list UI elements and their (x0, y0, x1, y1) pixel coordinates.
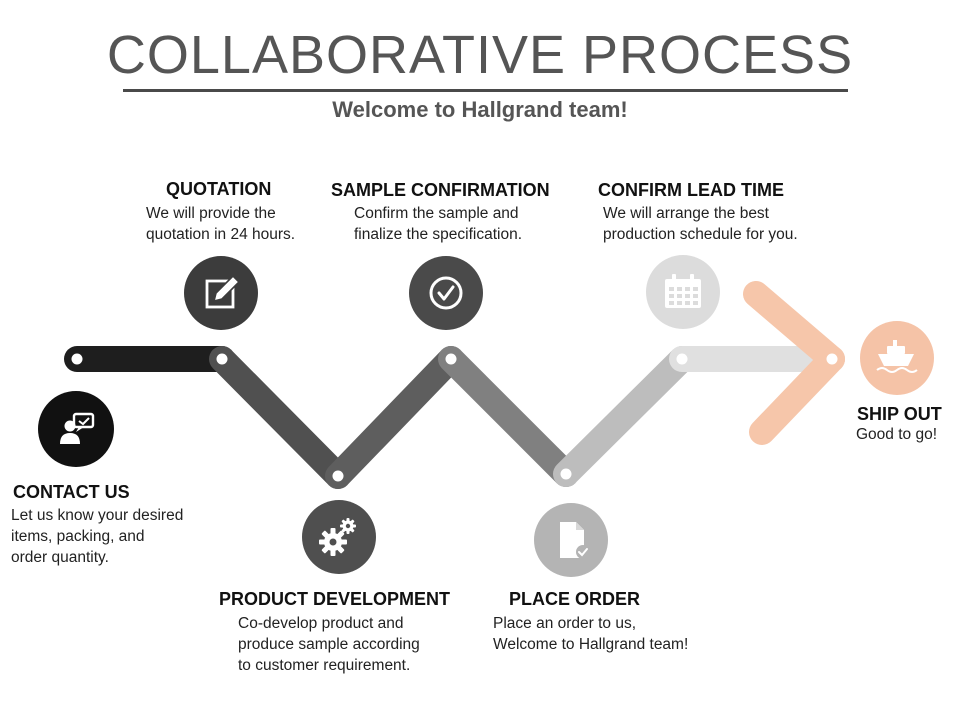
step-sample-confirmation-badge (409, 256, 483, 330)
step-ship-out-badge (860, 321, 934, 395)
page-title: COLLABORATIVE PROCESS (106, 25, 854, 85)
step-ship-out-title: SHIP OUT (857, 404, 942, 424)
step-place-order-badge (534, 503, 608, 577)
path-segment-5 (553, 346, 695, 487)
arrow-head (743, 281, 845, 445)
step-quotation-title: QUOTATION (166, 179, 272, 199)
step-ship-out-description: Good to go! (856, 426, 938, 443)
step-confirm-lead-time-title: CONFIRM LEAD TIME (598, 180, 784, 200)
edit-icon (205, 274, 241, 309)
step-sample-confirmation-title: SAMPLE CONFIRMATION (331, 180, 550, 200)
step-place-order-title: PLACE ORDER (509, 589, 641, 609)
step-place-order-description: Place an order to us, Welcome to Hallgra… (493, 615, 689, 653)
ship-icon (876, 340, 918, 373)
step-quotation-description: We will provide the quotation in 24 hour… (146, 205, 296, 243)
document-check-icon (560, 522, 590, 559)
step-contact-us-description: Let us know your desired items, packing,… (11, 507, 184, 566)
path-node (560, 468, 572, 480)
step-confirm-lead-time-description: We will arrange the best production sche… (603, 205, 798, 243)
title-underline (123, 89, 848, 92)
path-node (332, 470, 344, 482)
step-sample-confirmation-description: Confirm the sample and finalize the spec… (354, 205, 523, 243)
path-node (826, 353, 838, 365)
process-path (64, 281, 845, 489)
path-nodes (71, 353, 838, 482)
step-product-development-title: PRODUCT DEVELOPMENT (219, 589, 451, 609)
step-quotation-badge (184, 256, 258, 330)
step-contact-us-title: CONTACT US (13, 482, 130, 502)
step-product-development-badge (302, 500, 376, 574)
step-confirm-lead-time-badge (646, 255, 720, 329)
path-node (216, 353, 228, 365)
path-segment-3 (325, 346, 464, 489)
calendar-icon (665, 274, 701, 308)
step-contact-us-badge (38, 391, 114, 467)
step-product-development-description: Co-develop product and produce sample ac… (238, 615, 420, 674)
contact-chat-icon (60, 412, 95, 444)
check-circle-icon (429, 276, 463, 310)
path-segment-2 (209, 346, 351, 489)
page-subtitle: Welcome to Hallgrand team! (332, 97, 628, 122)
path-node (445, 353, 457, 365)
path-node (71, 353, 83, 365)
path-node (676, 353, 688, 365)
gears-icon (319, 518, 356, 556)
path-segment-4 (438, 346, 579, 487)
